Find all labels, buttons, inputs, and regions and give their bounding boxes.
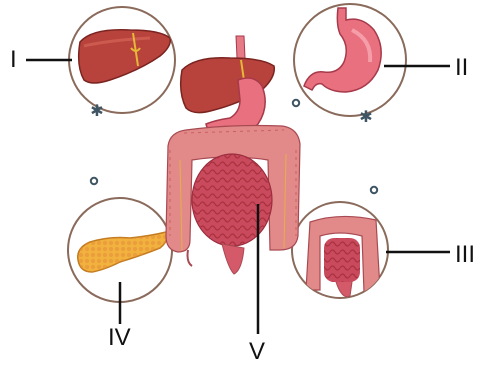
label-i: I [10,48,17,72]
large-intestine-callout [292,202,388,298]
central-rectum [222,244,244,274]
label-iii: III [455,243,475,267]
large-intestine-icon [306,216,380,296]
dot-marker [91,178,97,184]
dot-marker [371,187,377,193]
digestive-tract [166,36,300,274]
star-mark-icon: ✱ [90,101,103,120]
liver-callout: ✱ [69,7,175,120]
label-ii: II [455,56,468,80]
star-mark-icon: ✱ [359,107,372,126]
label-v: V [249,340,265,364]
label-iv: IV [108,326,131,350]
dot-marker [293,100,299,106]
